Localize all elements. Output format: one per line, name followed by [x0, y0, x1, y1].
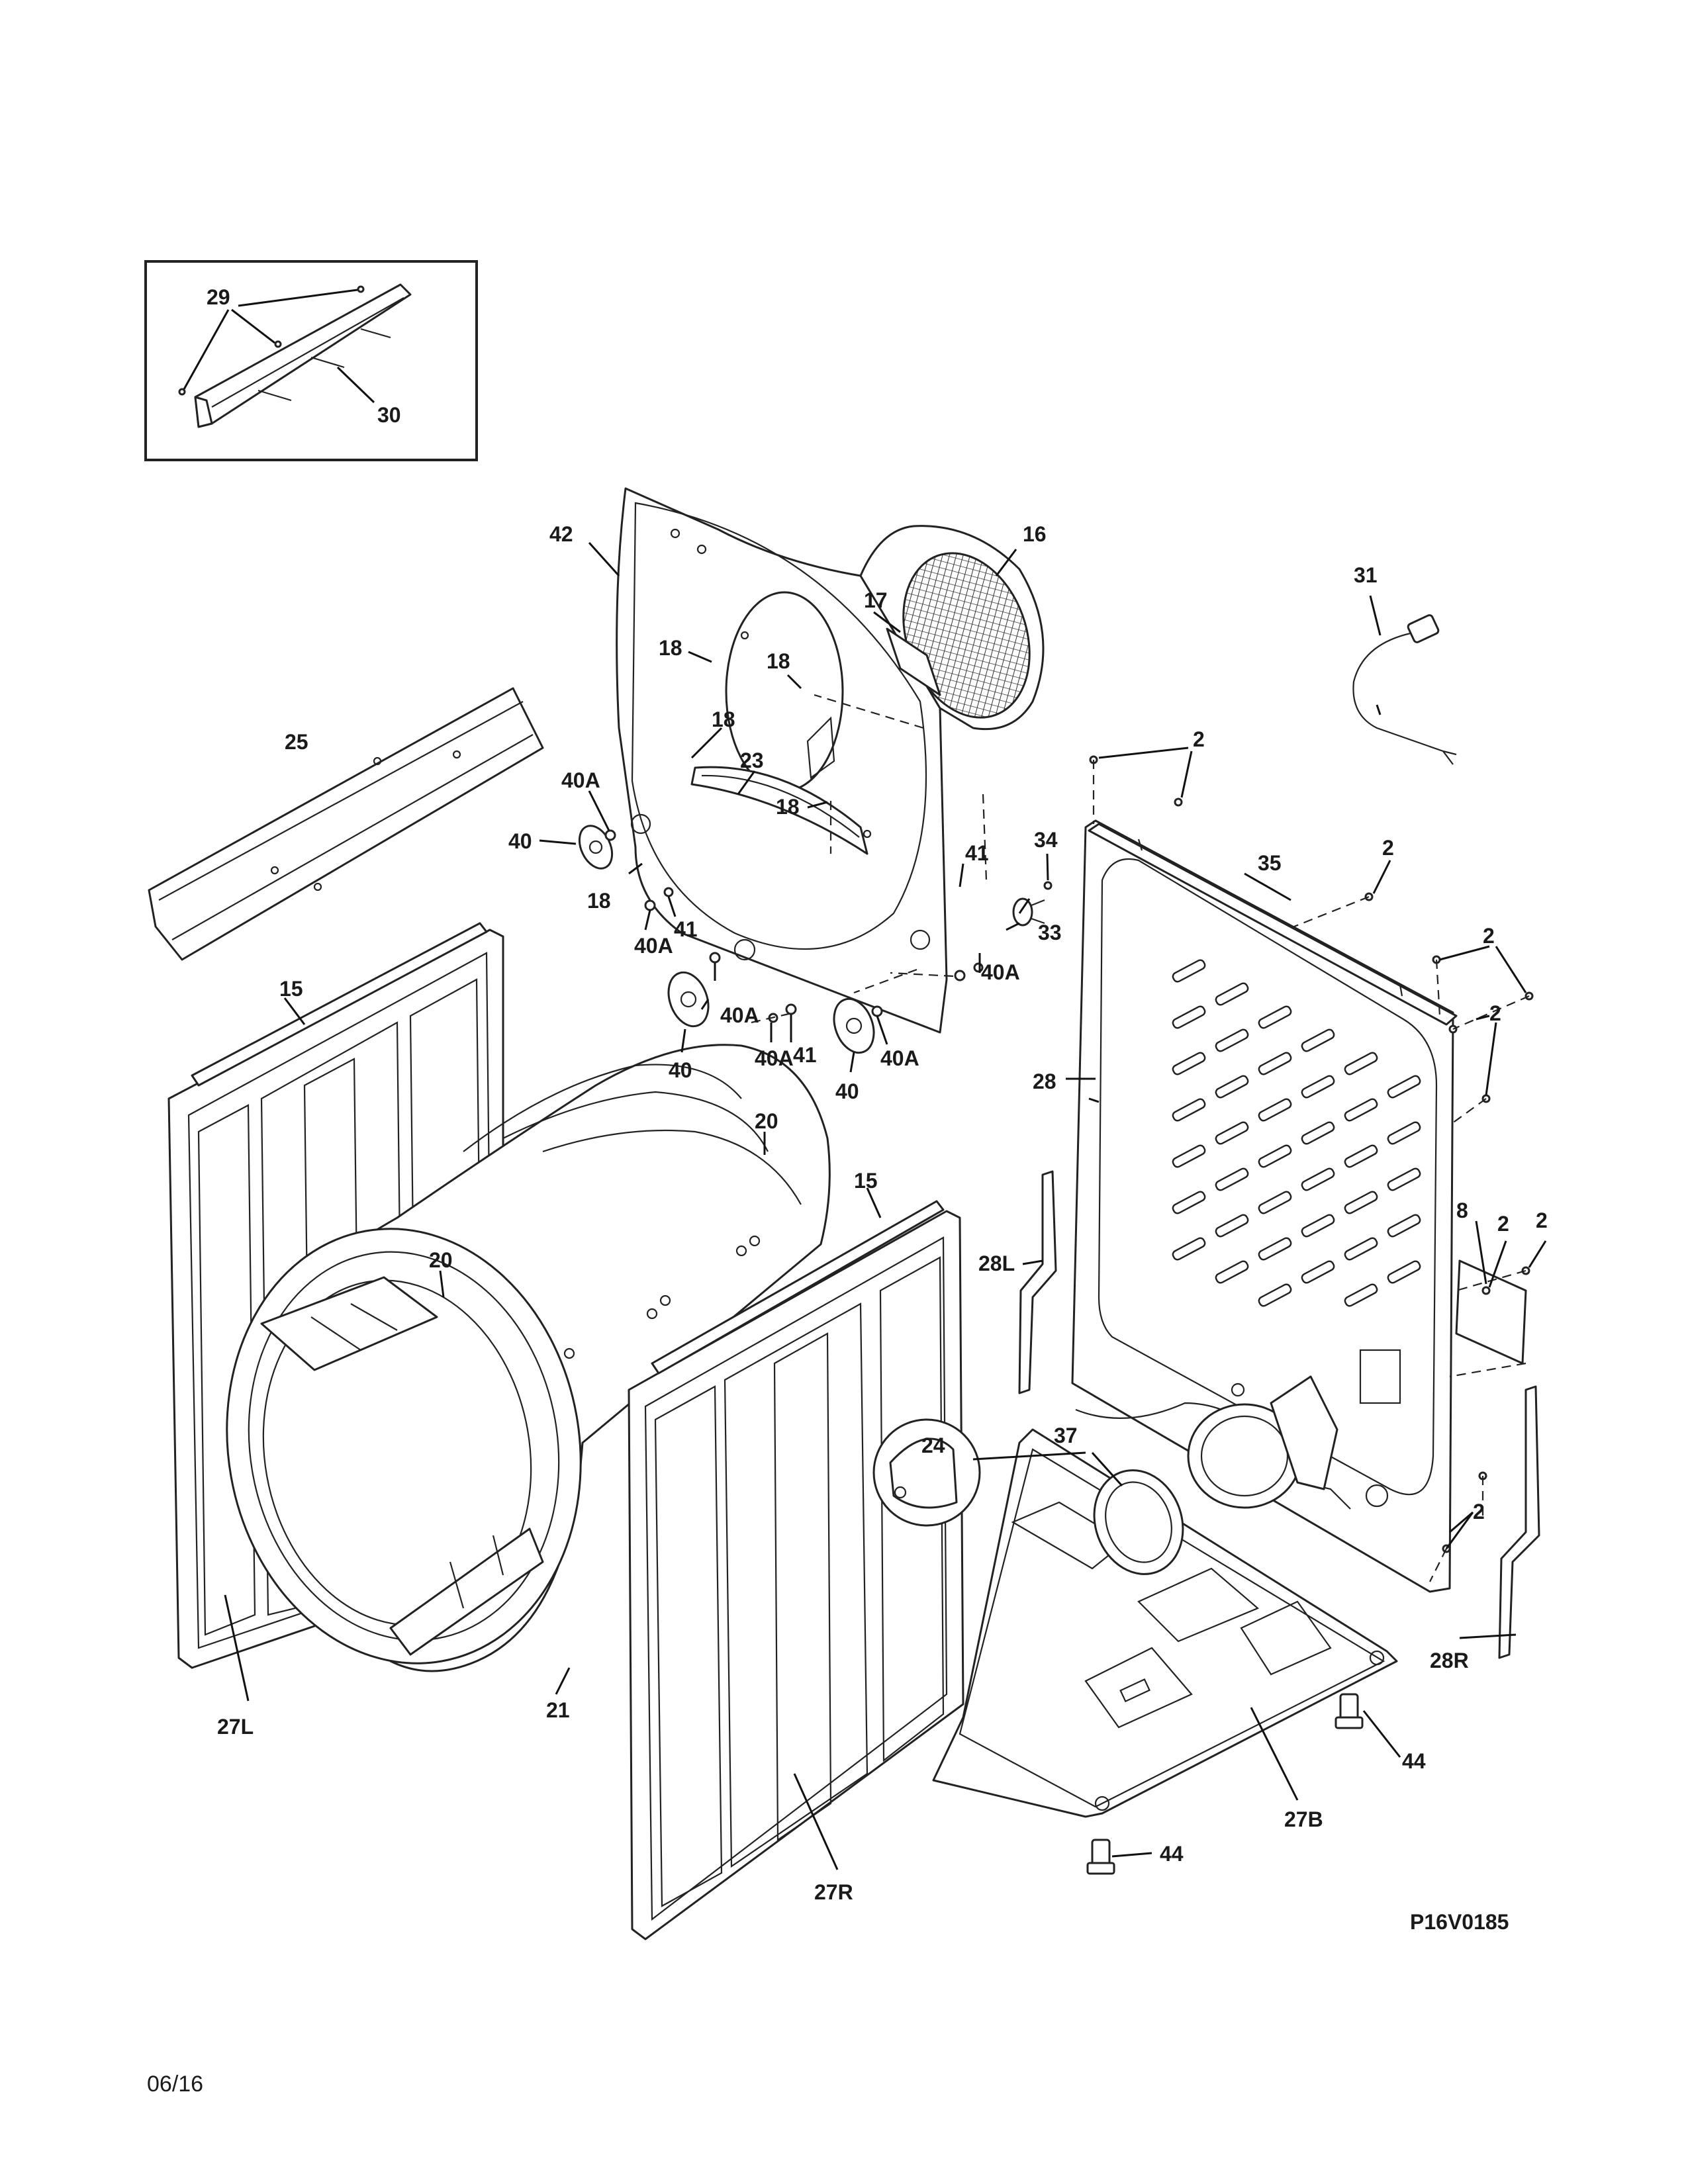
assembly-dashed-lines — [751, 694, 1530, 1582]
right-side-panel-part-27R — [628, 1200, 964, 1940]
leader-30 — [336, 366, 375, 404]
callout-27R: 27R — [814, 1880, 853, 1904]
callout-2-f: 2 — [1536, 1208, 1548, 1232]
callout-18-e: 18 — [587, 889, 611, 913]
callout-27L: 27L — [217, 1715, 254, 1739]
callout-30: 30 — [377, 403, 401, 427]
screws-part-29 — [178, 285, 365, 396]
thermostat-part-33 — [1012, 881, 1053, 927]
callout-28: 28 — [1033, 1069, 1056, 1093]
revision-date: 06/16 — [147, 2071, 203, 2097]
callout-2-a: 2 — [1193, 727, 1205, 751]
callout-2-e: 2 — [1497, 1212, 1509, 1236]
callout-29: 29 — [207, 285, 230, 309]
callout-44-a: 44 — [1402, 1749, 1426, 1773]
callout-27B: 27B — [1284, 1807, 1323, 1831]
callout-16: 16 — [1023, 522, 1047, 546]
base-part-27B — [932, 1428, 1398, 1818]
leader-29 — [183, 289, 358, 390]
callout-40-a: 40 — [508, 829, 532, 853]
rear-top-panel-part-35 — [1088, 823, 1458, 1026]
drum-roller-40-center — [667, 971, 710, 1028]
callout-18-b: 18 — [767, 649, 790, 673]
callout-28R: 28R — [1430, 1649, 1469, 1672]
top-brace-part-25 — [148, 687, 544, 961]
callout-21: 21 — [546, 1698, 570, 1722]
rear-vents — [1172, 959, 1421, 1307]
callout-2-b: 2 — [1382, 836, 1394, 860]
callout-2-d: 2 — [1489, 1001, 1501, 1025]
callout-40A-d: 40A — [755, 1046, 794, 1070]
callout-24: 24 — [921, 1433, 945, 1457]
callout-23: 23 — [740, 749, 764, 772]
callout-44-b: 44 — [1160, 1842, 1184, 1866]
callout-40-c: 40 — [835, 1079, 859, 1103]
power-cord-part-31 — [1352, 614, 1457, 765]
leveling-leg-44-center — [1086, 1839, 1115, 1875]
leader-lines — [224, 541, 1547, 1870]
callout-33: 33 — [1038, 921, 1062, 944]
callout-18-a: 18 — [659, 636, 682, 660]
callout-40A-f: 40A — [981, 960, 1020, 984]
access-cover-part-8 — [1455, 1259, 1527, 1365]
lint-guide-part-30 — [194, 283, 412, 428]
callout-40A-e: 40A — [880, 1046, 919, 1070]
callout-40A-a: 40A — [561, 768, 600, 792]
callout-40A-b: 40A — [634, 934, 673, 958]
detail-circle-part-24 — [872, 1418, 981, 1527]
callout-2-g: 2 — [1473, 1500, 1485, 1524]
callout-41-a: 41 — [965, 841, 989, 865]
callout-8: 8 — [1456, 1199, 1468, 1222]
callout-18-c: 18 — [712, 707, 735, 731]
leveling-leg-44-right — [1335, 1693, 1364, 1729]
drum-roller-40-left — [578, 825, 614, 870]
diagram-code: P16V0185 — [1410, 1910, 1509, 1934]
callout-34: 34 — [1034, 828, 1058, 852]
callout-18-d: 18 — [776, 795, 800, 819]
callout-15-a: 15 — [279, 977, 303, 1001]
callout-41-b: 41 — [674, 917, 698, 941]
blower-housing-part-16 — [859, 525, 1045, 731]
callout-40-b: 40 — [669, 1058, 692, 1082]
callout-41-c: 41 — [793, 1043, 817, 1067]
roller-hardware — [604, 829, 984, 1023]
drum-roller-40-right — [833, 997, 875, 1054]
callout-17: 17 — [864, 588, 888, 612]
drum-part-20 — [226, 1044, 831, 1672]
rear-rail-part-28L — [1018, 1170, 1057, 1394]
callout-15-b: 15 — [854, 1169, 878, 1193]
rear-rail-part-28R — [1498, 1385, 1540, 1659]
callout-42: 42 — [549, 522, 573, 546]
callout-labels: 29 30 42 16 17 18 18 18 18 18 23 25 31 2… — [207, 285, 1548, 1904]
callout-20-b: 20 — [429, 1248, 453, 1272]
callout-40A-c: 40A — [720, 1003, 759, 1027]
callout-25: 25 — [285, 730, 308, 754]
seal-part-37 — [1093, 1469, 1184, 1575]
callout-2-c: 2 — [1483, 924, 1495, 948]
callout-37: 37 — [1054, 1424, 1078, 1447]
callout-20-a: 20 — [755, 1109, 778, 1133]
callout-35: 35 — [1258, 851, 1282, 875]
callout-31: 31 — [1354, 563, 1378, 587]
inset-box — [144, 260, 478, 461]
rear-bulkhead-part-42 — [616, 487, 948, 1034]
callout-28L: 28L — [978, 1251, 1015, 1275]
